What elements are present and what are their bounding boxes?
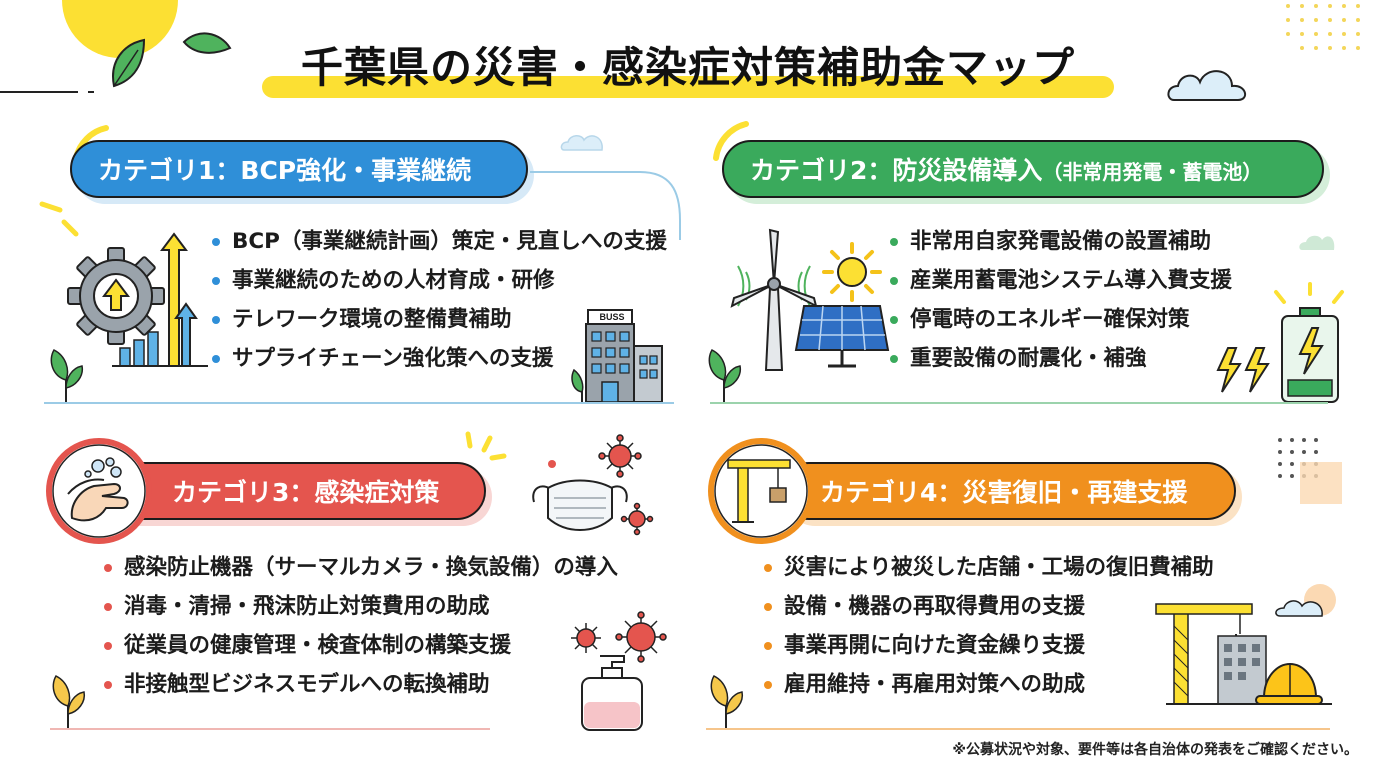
list-item: 従業員の健康管理・検査体制の構築支援 (104, 626, 618, 665)
category4-label: カテゴリ4：災害復旧・再建支援 (820, 478, 1188, 507)
cloud-icon (1275, 600, 1323, 617)
list-item: 設備・機器の再取得費用の支援 (764, 587, 1214, 626)
leaf-icon (182, 32, 232, 54)
building-icon (585, 309, 663, 403)
category2-list: 非常用自家発電設備の設置補助 産業用蓄電池システム導入費支援 停電時のエネルギー… (890, 222, 1232, 378)
list-item: 非常用自家発電設備の設置補助 (890, 222, 1232, 261)
list-item: 重要設備の耐震化・補強 (890, 339, 1232, 378)
gear-arrow-icon (67, 247, 165, 345)
solar-panel-icon (794, 305, 890, 368)
category2-ground (710, 402, 1328, 404)
title-highlight (262, 76, 1114, 98)
plant-icon (710, 675, 744, 728)
connector-line (530, 171, 681, 240)
building-sign: BUSS (599, 312, 625, 322)
plant-icon (708, 349, 742, 402)
category1-header: カテゴリ1：BCP強化・事業継続 (70, 140, 528, 198)
battery-icon (1274, 282, 1344, 403)
category4-list: 災害により被災した店舗・工場の復旧費補助 設備・機器の再取得費用の支援 事業再開… (764, 548, 1214, 704)
wind-turbine-icon (730, 228, 818, 371)
category3-list: 感染防止機器（サーマルカメラ・換気設備）の導入 消毒・清掃・飛沫防止対策費用の助… (104, 548, 618, 704)
list-item: 事業再開に向けた資金繰り支援 (764, 626, 1214, 665)
category3-ground (50, 728, 490, 730)
category2-header: カテゴリ2：防災設備導入（非常用発電・蓄電池） (722, 140, 1324, 198)
category1-ground (44, 402, 674, 404)
list-item: 停電時のエネルギー確保対策 (890, 300, 1232, 339)
list-item: テレワーク環境の整備費補助 (212, 300, 667, 339)
construction-scene (1155, 603, 1332, 705)
virus-icon (548, 460, 556, 468)
mask-icon (532, 479, 628, 531)
virus-icon (615, 611, 667, 663)
list-item: 非接触型ビジネスモデルへの転換補助 (104, 665, 618, 704)
crane-icon (708, 438, 814, 544)
category2-label: カテゴリ2：防災設備導入 (750, 156, 1043, 185)
cloud-icon (560, 135, 603, 151)
list-item: 消毒・清掃・飛沫防止対策費用の助成 (104, 587, 618, 626)
dot-pattern (1278, 438, 1342, 504)
category1-list: BCP（事業継続計画）策定・見直しへの支援 事業継続のための人材育成・研修 テレ… (212, 222, 667, 378)
virus-icon (598, 434, 642, 478)
list-item: 災害により被災した店舗・工場の復旧費補助 (764, 548, 1214, 587)
category3-header: カテゴリ3：感染症対策 (98, 462, 486, 520)
list-item: BCP（事業継続計画）策定・見直しへの支援 (212, 222, 667, 261)
virus-icon (571, 623, 601, 653)
category4-ground (706, 728, 1330, 730)
list-item: サプライチェーン強化策への支援 (212, 339, 667, 378)
list-item: 産業用蓄電池システム導入費支援 (890, 261, 1232, 300)
dot-pattern (1286, 4, 1360, 50)
category1-label: カテゴリ1：BCP強化・事業継続 (98, 156, 472, 185)
sanitizer-bottle-icon (581, 655, 643, 731)
category4-header: カテゴリ4：災害復旧・再建支援 (780, 462, 1236, 520)
hard-hat-icon (1255, 662, 1323, 705)
list-item: 雇用維持・再雇用対策への助成 (764, 665, 1214, 704)
leaf-icon (112, 38, 146, 88)
category3-label: カテゴリ3：感染症対策 (172, 478, 440, 507)
list-item: 事業継続のための人材育成・研修 (212, 261, 667, 300)
cloud-icon (1167, 70, 1247, 101)
virus-icon (620, 502, 654, 536)
plant-icon (52, 675, 86, 728)
cloud-icon (1299, 235, 1335, 250)
footnote: ※公募状況や対象、要件等は各自治体の発表をご確認ください。 (952, 742, 1358, 758)
lightning-icon (1216, 347, 1270, 393)
sun-icon (822, 242, 882, 302)
plant-icon (50, 349, 84, 402)
growth-chart-icon (112, 232, 208, 367)
category2-label-suffix: （非常用発電・蓄電池） (1042, 160, 1263, 184)
sun-rays-decor (465, 431, 507, 461)
page-title: 千葉県の災害・感染症対策補助金マップ (300, 43, 1075, 92)
hand-washing-icon (46, 438, 152, 544)
plant-icon (571, 368, 584, 404)
list-item: 感染防止機器（サーマルカメラ・換気設備）の導入 (104, 548, 618, 587)
sun-rays-decor (713, 121, 749, 161)
title-area: 千葉県の災害・感染症対策補助金マップ (0, 28, 1376, 108)
